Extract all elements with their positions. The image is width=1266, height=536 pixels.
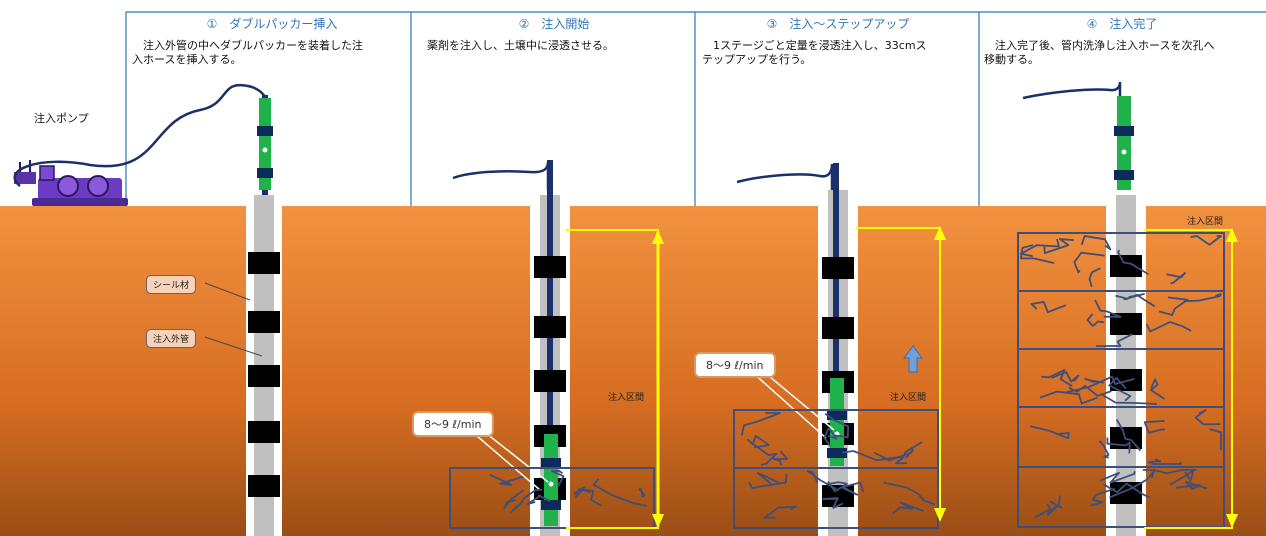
column-step2 — [452, 160, 570, 536]
flow-rate-step2: 8～9 ℓ/min — [412, 411, 494, 437]
zone-label-step2: 注入区間 — [608, 393, 645, 403]
step4-desc-line1: 注入完了後、管内洗浄し注入ホースを次孔へ — [984, 39, 1215, 52]
zone-label-step3: 注入区間 — [890, 393, 927, 403]
seal-material-callout: シール材 — [146, 275, 197, 294]
step2-desc-line1: 薬剤を注入し、土壌中に浸透させる。 — [427, 39, 614, 52]
step3-title: ③ 注入～ステップアップ — [766, 17, 910, 31]
step1-desc-line1: 注入外管の中へダブルパッカーを装着した注 — [132, 39, 363, 52]
step2-description: 薬剤を注入し、土壌中に浸透させる。 — [427, 39, 692, 53]
zone-arrowheads — [652, 226, 1238, 528]
hose-step1 — [13, 83, 268, 187]
step3-description: 1ステージごと定量を浸透注入し、33cmス テップアップを行う。 — [702, 39, 977, 67]
zone-label-step4: 注入区間 — [1187, 217, 1224, 227]
panel-frame — [125, 11, 1266, 206]
crack-block-step2 — [449, 467, 655, 529]
step2-title: ② 注入開始 — [518, 17, 590, 31]
step3-desc-line1: 1ステージごと定量を浸透注入し、33cmス — [702, 39, 927, 52]
step1-description: 注入外管の中へダブルパッカーを装着した注 入ホースを挿入する。 — [132, 39, 407, 67]
step1-title: ① ダブルパッカー挿入 — [206, 17, 338, 31]
zone-bracket-step4 — [1144, 229, 1233, 529]
injection-pump-icon — [14, 160, 128, 206]
pump-label: 注入ポンプ — [34, 112, 89, 125]
flow-rate-step3: 8～9 ℓ/min — [694, 352, 776, 378]
step3-desc-line2: テップアップを行う。 — [702, 53, 812, 66]
crack-block-step3-upper — [733, 409, 939, 469]
step4-description: 注入完了後、管内洗浄し注入ホースを次孔へ 移動する。 — [984, 39, 1264, 67]
crack-block-step4-5 — [1017, 466, 1225, 528]
step-up-arrow-icon — [903, 345, 923, 373]
step4-desc-line2: 移動する。 — [984, 53, 1039, 66]
column-step1 — [204, 95, 282, 536]
zone-bracket-step2 — [566, 229, 660, 529]
step4-title: ④ 注入完了 — [1086, 17, 1158, 31]
crack-block-step3-lower — [733, 467, 939, 529]
column-step3 — [736, 163, 858, 536]
soil-ground — [0, 206, 1266, 536]
outer-pipe-callout: 注入外管 — [146, 329, 197, 348]
step1-desc-line2: 入ホースを挿入する。 — [132, 53, 242, 66]
